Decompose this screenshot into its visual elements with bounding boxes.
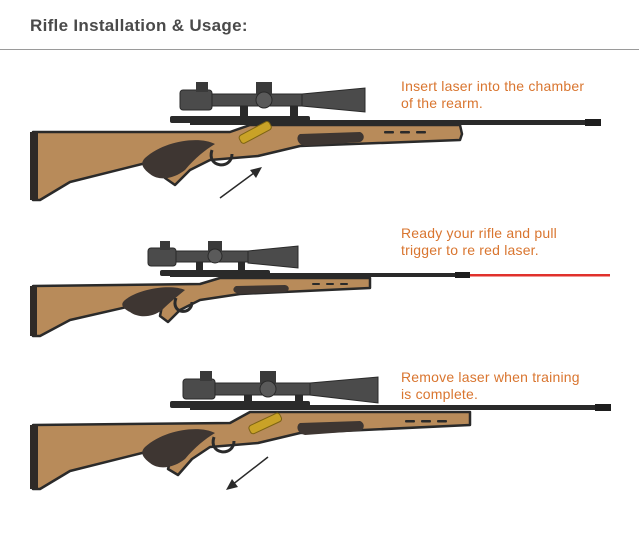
- step-3-line-2: is complete.: [401, 386, 479, 402]
- header-divider: [0, 49, 639, 50]
- laser-beam: [470, 274, 610, 277]
- rifle-illustration-insert: [30, 82, 601, 202]
- step-1-line-2: of the rearm.: [401, 95, 483, 111]
- rifle-illustration-remove: [30, 371, 611, 491]
- step-3-line-1: Remove laser when training: [401, 369, 580, 385]
- step-2-line-2: trigger to re red laser.: [401, 242, 539, 258]
- step-2-line-1: Ready your rifle and pull: [401, 225, 557, 241]
- step-3-caption: Remove laser when training is complete.: [401, 369, 580, 403]
- page-title: Rifle Installation & Usage:: [30, 16, 248, 35]
- step-2-caption: Ready your rifle and pull trigger to re …: [401, 225, 557, 259]
- rifle-illustration-fire: [30, 241, 610, 338]
- step-1-line-1: Insert laser into the chamber: [401, 78, 585, 94]
- step-1-caption: Insert laser into the chamber of the rea…: [401, 78, 584, 112]
